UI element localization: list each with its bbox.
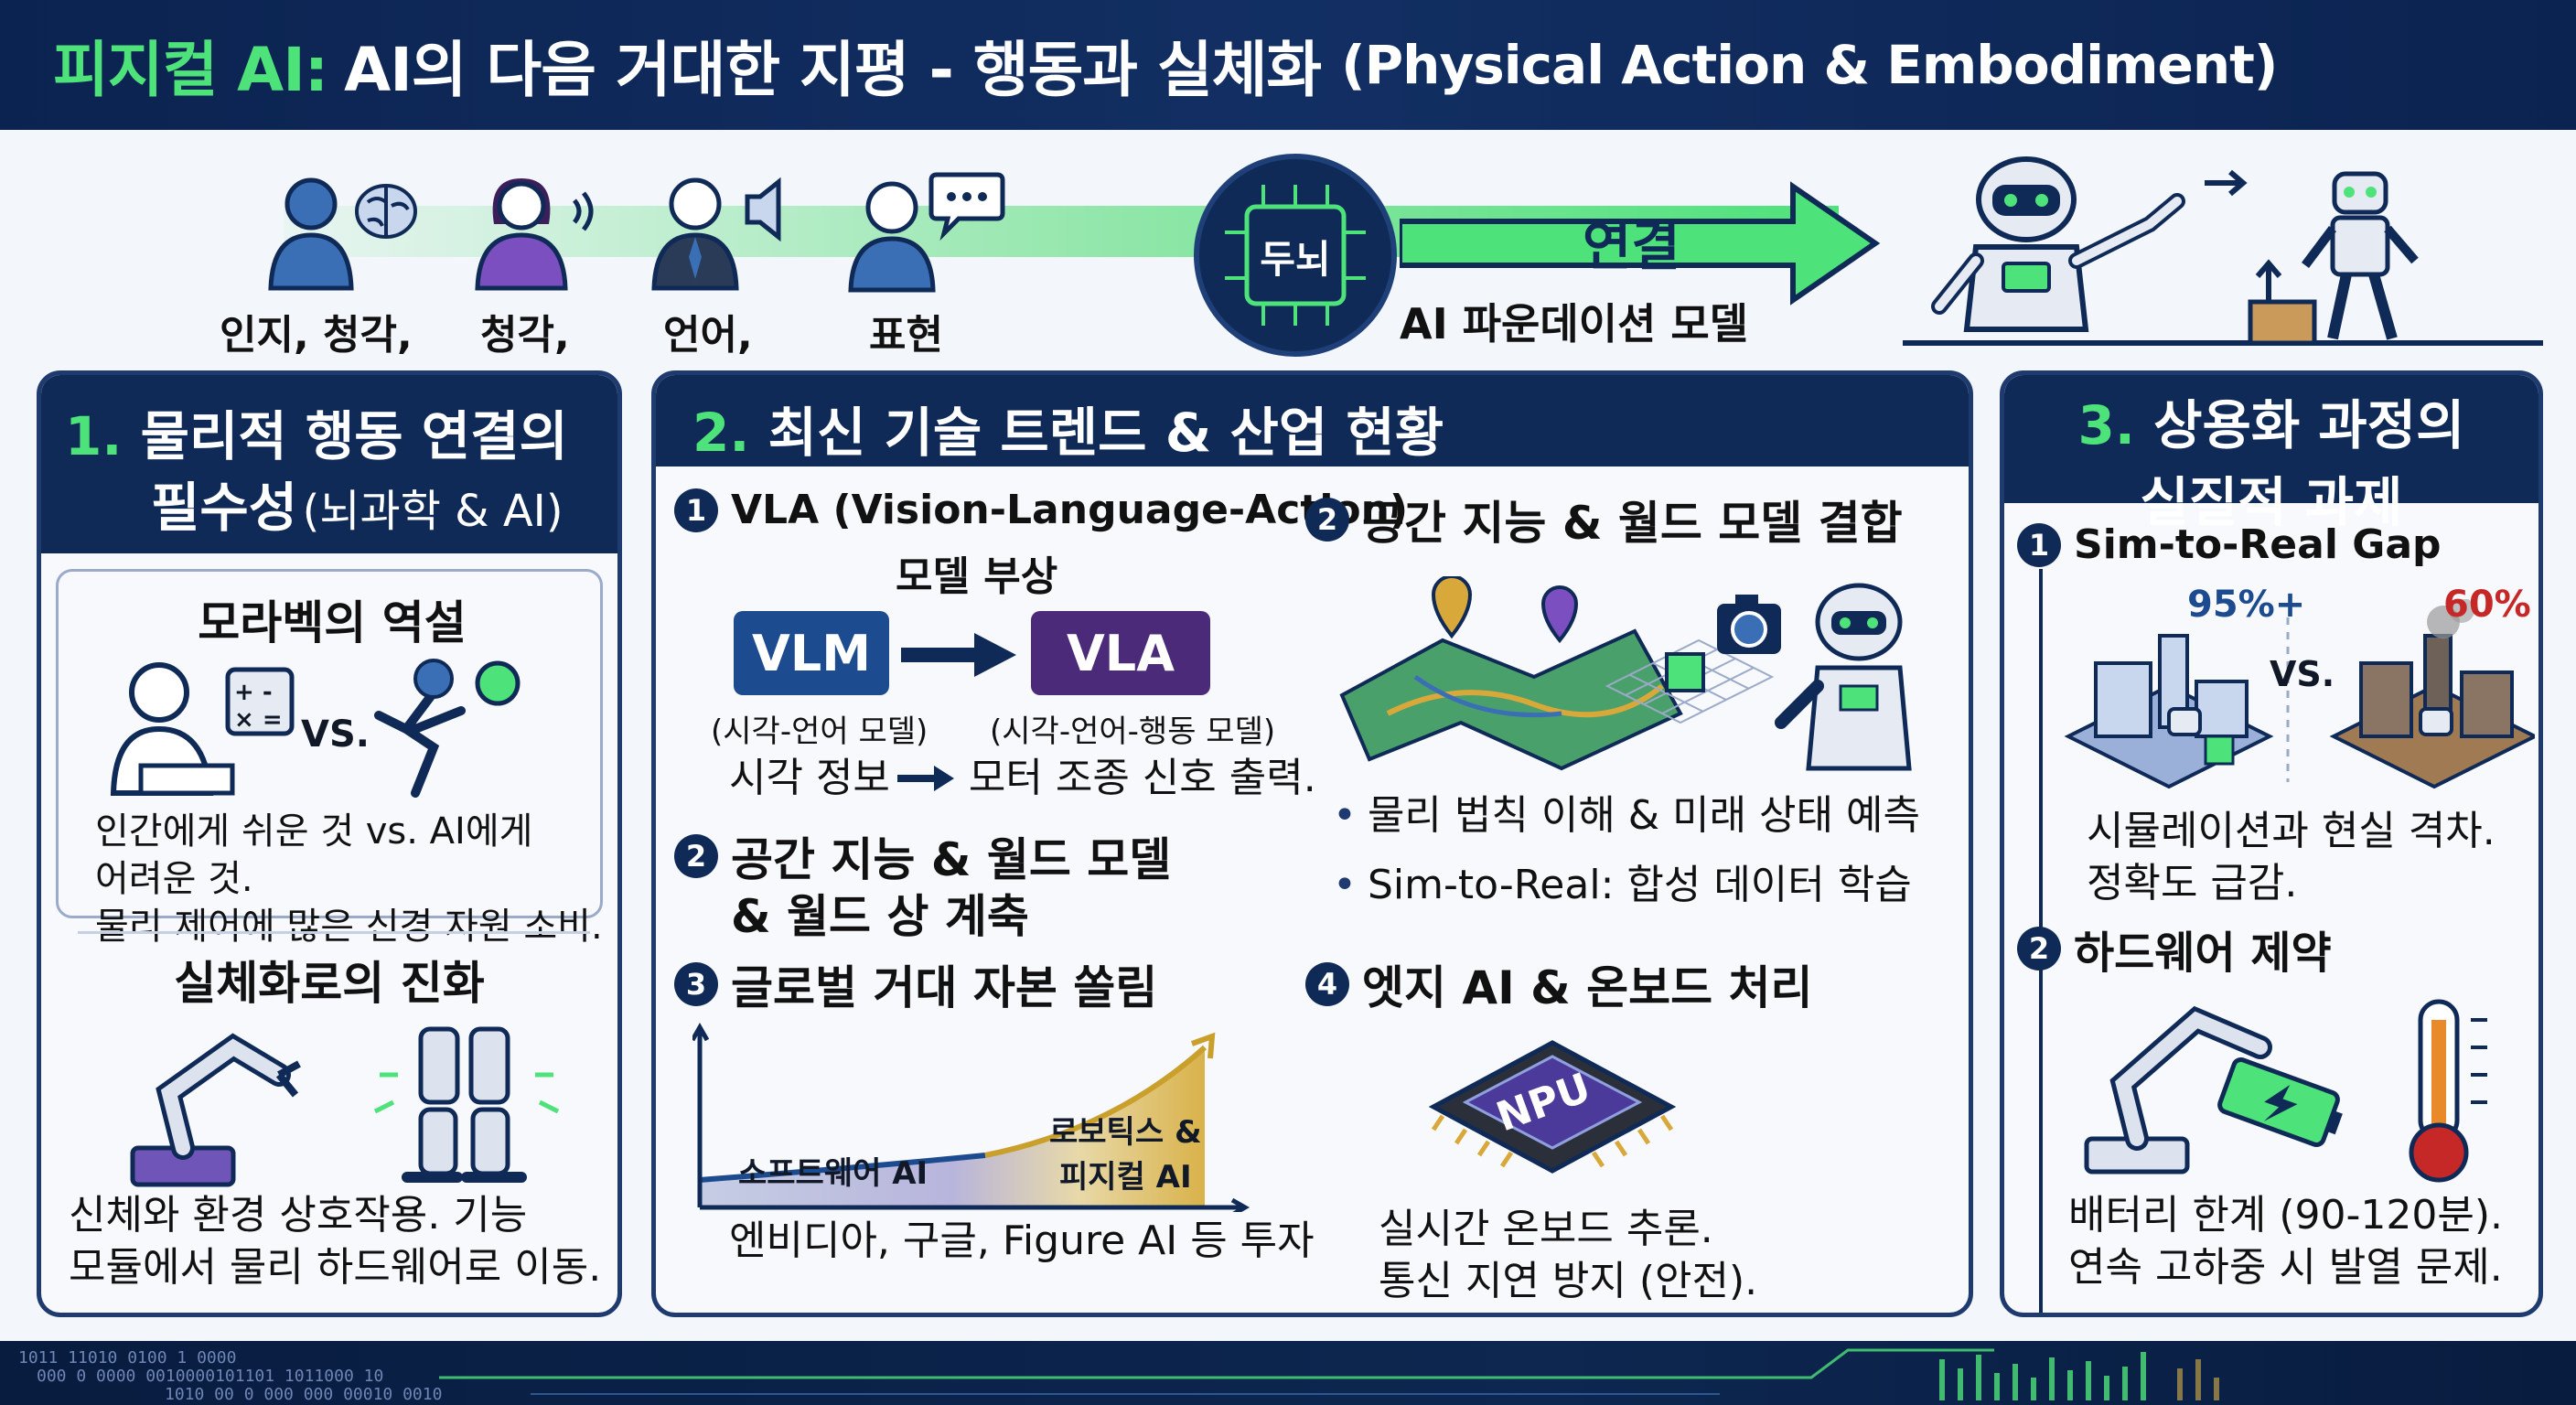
footer-binary-1: 1011 11010 0100 1 0000: [18, 1348, 237, 1367]
page-title: AI의 다음 거대한 지평 - 행동과 실체화: [344, 35, 1322, 105]
person-brain-icon: [268, 177, 417, 291]
vla-flow: 시각 정보 모터 조종 신호 출력.: [729, 755, 1316, 801]
vla-heading-line2: 모델 부상: [896, 553, 1058, 600]
moravec-illustration: [110, 659, 521, 798]
person-speaker-icon: [651, 177, 781, 291]
capital-growth-chart: [692, 1022, 1250, 1212]
world-model-illustration: [1339, 576, 1912, 771]
vlm-box: VLM: [734, 611, 889, 695]
hardware-text: 배터리 한계 (90-120분). 연속 고하중 시 발열 문제.: [2068, 1192, 2504, 1292]
spatial-left-heading: 2 공간 지능 & 월드 모델: [674, 823, 1171, 889]
panel-commercial-challenges: 3. 상용화 과정의 실질적 과제 1 Sim-to-Real Gap 95%+…: [2000, 370, 2543, 1317]
person-sound-icon: [475, 178, 594, 291]
spatial-right-bullets: •물리 법칙 이해 & 미래 상태 예측 •Sim-to-Real: 합성 데이…: [1333, 792, 1920, 908]
moravec-box: 모라벡의 역설 + - × = VS. 인간에게 쉬운 것 vs. AI에게 어…: [56, 569, 603, 948]
brain-chip-label: 두뇌: [1260, 237, 1331, 282]
moravec-vs: VS.: [301, 713, 370, 756]
panel3-header: 3. 상용화 과정의 실질적 과제: [2004, 375, 2538, 533]
investors-text: 엔비디아, 구글, Figure AI 등 투자: [729, 1217, 1315, 1264]
person-speech-bubble-icon: [848, 172, 1005, 293]
vlm-note: (시각-언어 모델): [711, 713, 928, 750]
title-bar: 피지컬 AI: AI의 다음 거대한 지평 - 행동과 실체화 (Physica…: [0, 0, 2576, 130]
page-subtitle: (Physical Action & Embodiment): [1341, 34, 2278, 96]
robot-arm-and-legs-icon: [130, 1026, 560, 1187]
panel3-number: 3.: [2077, 394, 2135, 456]
panel-physical-action: 1. 물리적 행동 연결의 필수성 (뇌과학 & AI) 모라벡의 역설 + -…: [37, 370, 622, 1317]
flow-label-3: 언어,: [663, 312, 753, 359]
connect-arrow-icon: [1400, 181, 1881, 306]
spatial-right-heading: 2 공간 지능 & 월드 모델 결합: [1305, 487, 1903, 552]
panel2-header: 2. 최신 기술 트렌드 & 산업 현황: [656, 375, 1969, 467]
vla-note: (시각-언어-행동 모델): [990, 713, 1276, 750]
flow-label-2: 청각,: [480, 312, 570, 359]
small-arrow-icon: [896, 765, 954, 791]
robots-interaction-icon: [1903, 156, 2543, 346]
calculator-icon: + - × =: [234, 679, 283, 734]
panel1-title-note: (뇌과학 & AI): [302, 486, 564, 537]
hardware-heading: 2 하드웨어 제약: [2017, 917, 2332, 981]
sim-real-vs: VS.: [2270, 654, 2335, 694]
spatial-left-line2: & 월드 상 계축: [731, 890, 1029, 943]
panel3-title-line2: 실질적 과제: [2140, 471, 2403, 533]
vlm-to-vla-arrow-icon: [901, 633, 1016, 677]
foundation-model-label: AI 파운데이션 모델: [1400, 299, 1748, 349]
evolution-title: 실체화로의 진화: [174, 957, 485, 1010]
vla-heading: 1 VLA (Vision-Language-Action): [674, 487, 1408, 533]
evolution-text: 신체와 환경 상호작용. 기능 모듈에서 물리 하드웨어로 이동.: [69, 1192, 602, 1292]
vla-box: VLA: [1031, 611, 1210, 695]
real-accuracy: 60%: [2443, 584, 2531, 626]
software-ai-label: 소프트웨어 AI: [738, 1155, 928, 1192]
sim-vs-real-illustration: [2064, 599, 2535, 789]
moravec-title: 모라벡의 역설: [198, 596, 467, 649]
panel2-number: 2.: [692, 402, 750, 464]
moravec-text: 인간에게 쉬운 것 vs. AI에게 어려운 것. 물리 제어에 많은 신경 자…: [95, 810, 603, 948]
panel1-number: 1.: [65, 405, 123, 467]
edge-text: 실시간 온보드 추론. 통신 지연 방지 (안전).: [1379, 1206, 1758, 1305]
footer-binary-3: 1010 00 0 000 000 00010 0010: [165, 1385, 443, 1404]
battery-heat-illustration: [2084, 999, 2487, 1183]
connect-label: 연결: [1583, 215, 1680, 277]
panel-tech-trends: 2. 최신 기술 트렌드 & 산업 현황 1 VLA (Vision-Langu…: [651, 370, 1973, 1317]
panel2-title: 최신 기술 트렌드 & 산업 현황: [767, 402, 1444, 464]
panel1-title-line2: 필수성: [151, 477, 298, 539]
panel1-header: 1. 물리적 행동 연결의 필수성 (뇌과학 & AI): [41, 375, 617, 553]
footer-binary-2: 000 0 0000 0010000101101 1011000 10: [37, 1367, 384, 1386]
footer-circuit-band: 1011 11010 0100 1 0000 000 0 0000 001000…: [0, 1341, 2576, 1405]
sim-accuracy: 95%+: [2187, 584, 2306, 626]
circuit-lines: [439, 1348, 2219, 1400]
capital-heading: 3 글로벌 거대 자본 쏠림: [674, 951, 1157, 1017]
edge-ai-heading: 4 엣지 AI & 온보드 처리: [1305, 951, 1813, 1017]
npu-chip-icon: [1428, 1040, 1677, 1174]
sim-real-text: 시뮬레이션과 현실 격차. 정확도 급감.: [2087, 808, 2496, 907]
brain-chip-icon: 두뇌: [1194, 154, 1397, 357]
flow-label-1: 인지, 청각,: [220, 312, 413, 359]
robotics-ai-label: 로보틱스 & 피지컬 AI: [1049, 1114, 1202, 1196]
sim-real-heading: 1 Sim-to-Real Gap: [2017, 521, 2442, 568]
flow-label-4: 표현: [869, 312, 943, 359]
title-highlight: 피지컬 AI:: [53, 35, 328, 105]
panel3-title-line1: 상용화 과정의: [2153, 394, 2465, 456]
panel1-title-line1: 물리적 행동 연결의: [140, 405, 568, 467]
